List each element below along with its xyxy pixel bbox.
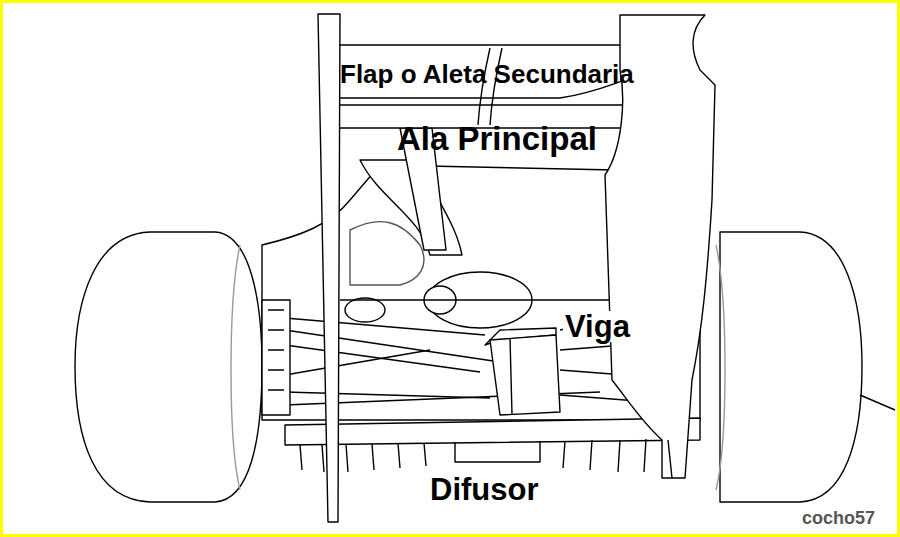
tyre-sidewall [231,245,240,490]
part-label: Viga [563,311,632,342]
diffuser-strakes [300,439,672,472]
tyre-sidewall [716,245,725,490]
left-endplate [318,14,340,522]
left-tyre [75,232,262,502]
wishbone [285,318,485,335]
watermark: cocho57 [802,509,875,527]
diffuser-channel [455,441,540,462]
wing-flap [330,45,668,98]
diffuser [285,418,700,445]
rear-beam [340,299,610,300]
ground-line [860,395,895,410]
part-label: Flap o Aleta Secundaria [340,61,634,87]
part-label: Ala Principal [397,122,597,155]
driveshaft-joint [345,298,385,322]
crash-structure-edge [510,338,512,414]
part-label: Difusor [430,474,539,505]
wishbone [285,350,430,375]
brake-detail [268,310,284,390]
right-tyre [720,232,862,502]
car-drawing [75,14,895,522]
sidepod-line [350,222,424,285]
endplate-edge [668,440,672,478]
wishbone [285,392,490,398]
wishbone [285,330,500,362]
wheel-upright [262,300,290,415]
crash-structure [490,335,560,415]
